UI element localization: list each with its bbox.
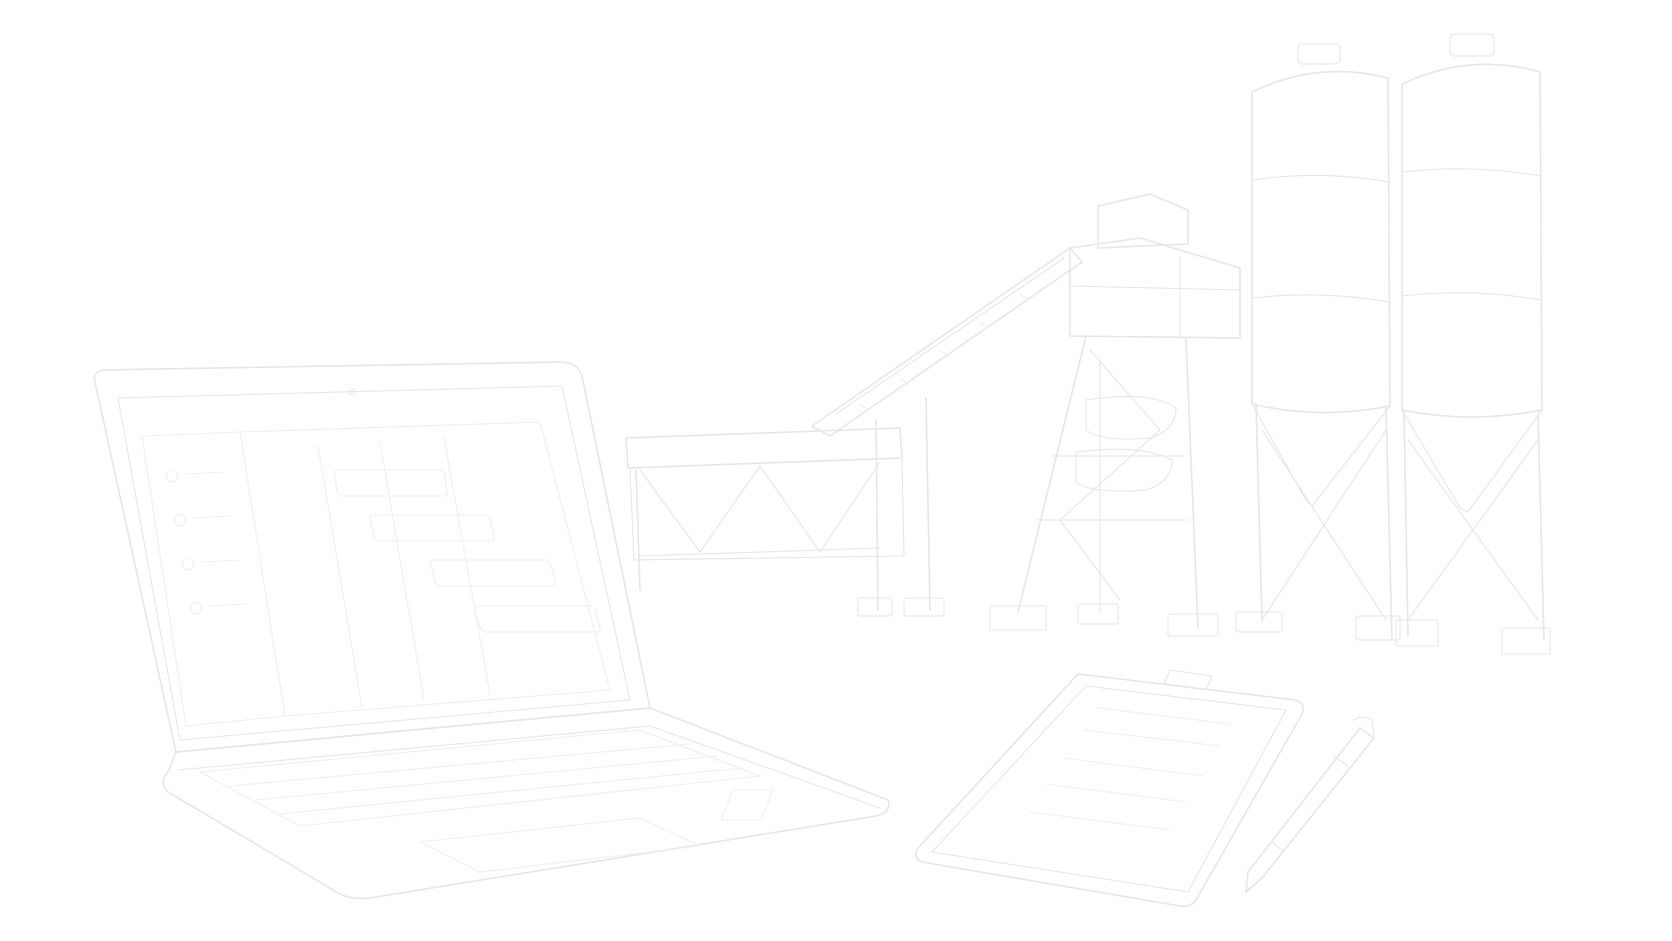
clipboard-icon [720, 669, 1304, 908]
concrete-batching-plant-icon [625, 33, 1551, 655]
pen-icon [1245, 716, 1375, 893]
laptop-icon [93, 361, 890, 900]
